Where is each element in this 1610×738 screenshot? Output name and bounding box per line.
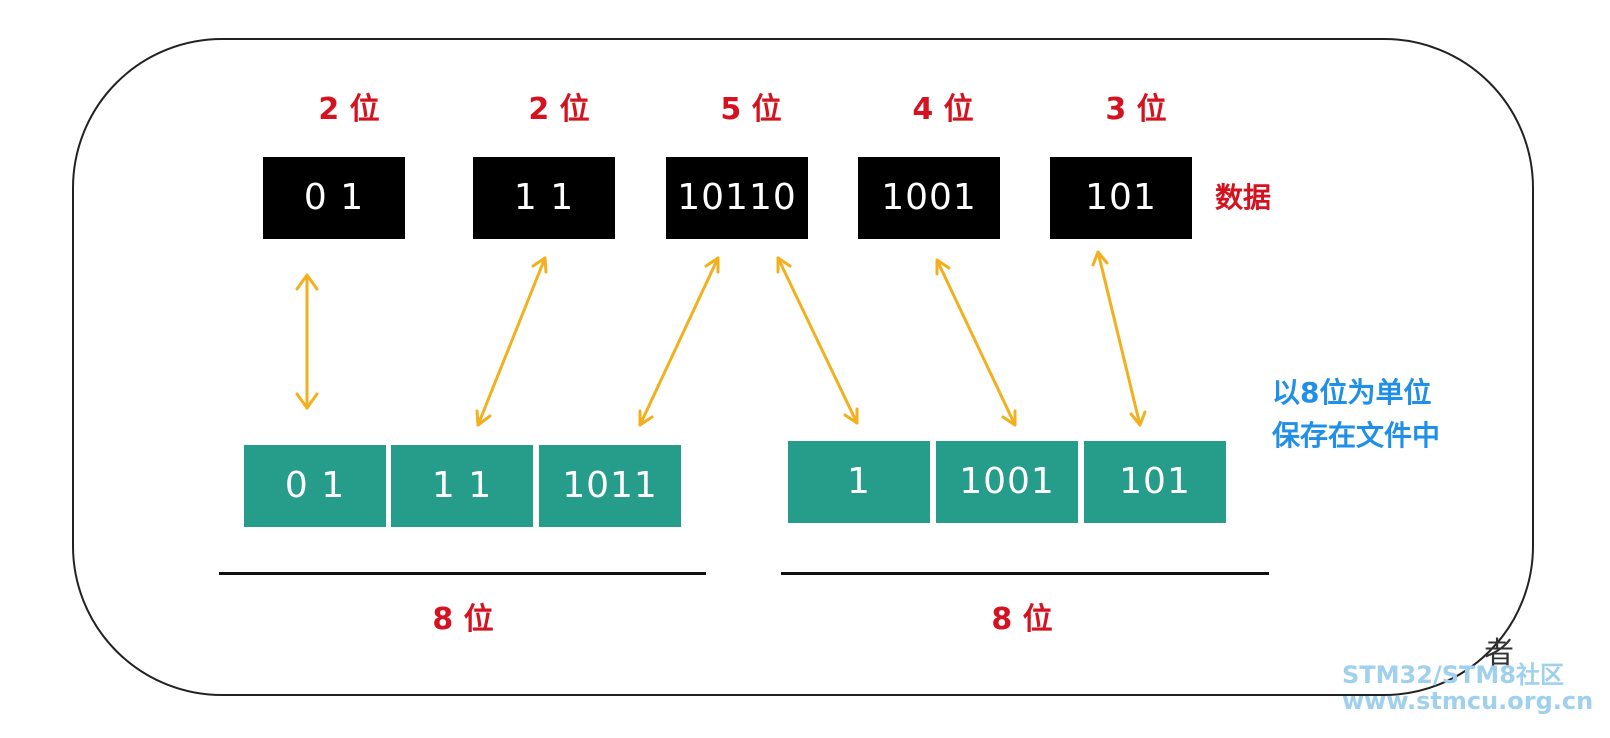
arrow-1 <box>295 273 319 410</box>
diagram-frame <box>72 38 1534 696</box>
data-box-2: 1 1 <box>473 157 615 239</box>
watermark-line-1: STM32/STM8社区 <box>1342 661 1564 689</box>
byte-label-2: 8 位 <box>991 602 1053 637</box>
byte1-cell-3: 1011 <box>539 445 681 527</box>
data-box-5: 101 <box>1050 157 1192 239</box>
byte1-cell-2: 1 1 <box>391 445 533 527</box>
byte2-cell-1: 1 <box>788 441 930 523</box>
data-box-1: 0 1 <box>263 157 405 239</box>
data-label: 数据 <box>1215 181 1272 214</box>
arrow-3 <box>638 256 720 427</box>
bit-label-3: 5 位 <box>720 92 782 127</box>
watermark-line-2: www.stmcu.org.cn <box>1342 687 1594 715</box>
bit-label-1: 2 位 <box>318 92 380 127</box>
bit-label-4: 4 位 <box>912 92 974 127</box>
byte-label-1: 8 位 <box>432 602 494 637</box>
arrow-5 <box>935 258 1017 427</box>
arrow-2 <box>475 256 548 427</box>
data-box-3: 10110 <box>666 157 808 239</box>
arrow-4 <box>776 256 859 425</box>
byte1-cell-1: 0 1 <box>244 445 386 527</box>
byte1-underline <box>219 572 706 575</box>
bit-label-5: 3 位 <box>1105 92 1167 127</box>
byte2-cell-2: 1001 <box>936 441 1078 523</box>
storage-note-line-2: 保存在文件中 <box>1272 419 1441 452</box>
byte2-cell-3: 101 <box>1084 441 1226 523</box>
data-box-4: 1001 <box>858 157 1000 239</box>
arrow-6 <box>1091 250 1147 427</box>
watermark-glyph: 者 <box>1484 636 1514 671</box>
storage-note-line-1: 以8位为单位 <box>1272 376 1432 409</box>
bit-label-2: 2 位 <box>528 92 590 127</box>
byte2-underline <box>781 572 1269 575</box>
